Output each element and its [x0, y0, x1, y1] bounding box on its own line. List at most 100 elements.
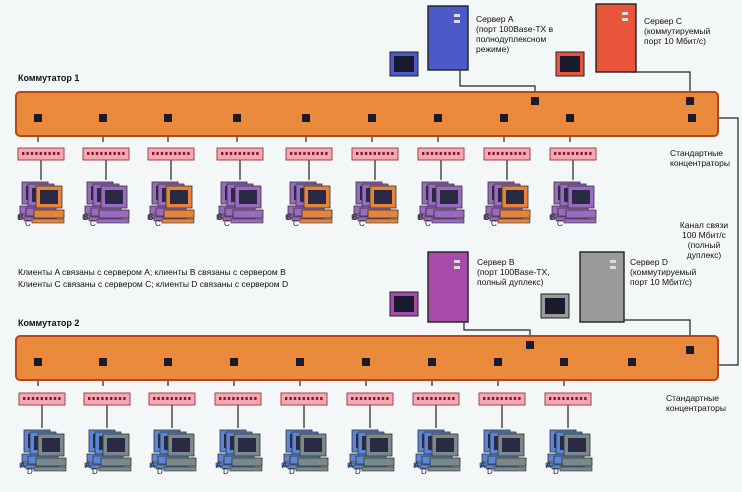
switch-2-port-8 [560, 358, 568, 366]
hub-top-6-led-7 [452, 152, 456, 155]
server-c-monitor [555, 51, 585, 77]
server-a [427, 5, 469, 71]
hub-top-1-led-6 [113, 152, 116, 155]
server-c-label: Сервер C (коммутируемый порт 10 Мбит/с) [644, 16, 734, 46]
client-group-top-4: BC [285, 181, 333, 228]
server-c-tower [595, 3, 637, 73]
hub-bottom-6-led-2 [425, 397, 429, 400]
hub-bottom-4-led-0 [285, 397, 288, 400]
switch-1-port-1 [99, 114, 107, 122]
client-group-bottom-6-front-base [429, 457, 461, 467]
switch-2-port-0 [34, 358, 42, 366]
server-b-label-line3: полный дуплекс) [477, 277, 544, 287]
hub-top-5-led-6 [382, 152, 385, 155]
hub-bottom-4-led-7 [315, 397, 319, 400]
switch-2-port-1 [99, 358, 107, 366]
hub-bottom-4-led-5 [307, 397, 310, 400]
hub-top-5-led-4 [373, 152, 376, 155]
client-group-top-0-front-keyboard [31, 218, 65, 224]
hub-top-7-led-4 [505, 152, 508, 155]
client-group-bottom-5-front-screen [370, 438, 388, 452]
hub-bottom-7-led-6 [509, 397, 512, 400]
hub-bottom-0 [18, 392, 66, 406]
client-group-top-6-front-base [433, 209, 465, 219]
hub-bottom-5-led-1 [355, 397, 358, 400]
hubs-label-bottom-line1: Стандартные [666, 393, 720, 403]
legend: Клиенты A связаны с сервером A; клиенты … [18, 266, 338, 290]
client-group-bottom-1-front-screen [107, 438, 125, 452]
hub-bottom-2-led-8 [188, 397, 191, 400]
hub-bottom-8-led-3 [562, 397, 565, 400]
client-group-bottom-2-letter-2: D [157, 467, 163, 476]
hub-top-0-led-0 [22, 152, 25, 155]
server-a-label-line1: Сервер A [476, 14, 514, 24]
client-group-top-8-front-keyboard [563, 218, 597, 224]
client-group-top-7-letter-2: C [491, 219, 497, 228]
server-d-label-line1: Сервер D [630, 257, 668, 267]
hub-bottom-6 [412, 392, 460, 406]
hub-bottom-6-led-5 [439, 397, 442, 400]
client-group-bottom-3-front-base [231, 457, 263, 467]
switch-2-port-9 [628, 358, 636, 366]
hub-bottom-0-led-7 [53, 397, 57, 400]
client-group-top-8-front-screen [572, 190, 590, 204]
client-group-top-4-letter-2: C [293, 219, 299, 228]
client-group-top-2-letter-1: B [148, 213, 153, 222]
switch-2-port-server-d [686, 346, 694, 354]
hub-bottom-3-led-5 [241, 397, 244, 400]
hub-top-5-led-3 [369, 152, 372, 155]
hub-top-4 [285, 147, 333, 161]
hub-top-8-led-8 [589, 152, 592, 155]
switch-2-port-4 [296, 358, 304, 366]
client-group-top-0-front-screen [40, 190, 58, 204]
client-group-top-3-letter-2: C [224, 219, 230, 228]
hub-top-5-led-2 [364, 152, 368, 155]
hub-top-4-led-3 [303, 152, 306, 155]
hub-top-2-led-8 [187, 152, 190, 155]
hub-bottom-6-led-0 [417, 397, 420, 400]
hub-top-8-led-2 [562, 152, 566, 155]
hub-top-6-led-8 [457, 152, 460, 155]
uplink-label-line2: 100 Мбит/с [682, 230, 726, 240]
client-group-top-4-front-screen [308, 190, 326, 204]
switch-1-port-5 [368, 114, 376, 122]
client-group-bottom-1-letter-1: A [85, 461, 91, 470]
hub-top-4-led-5 [312, 152, 315, 155]
hub-top-2-led-5 [174, 152, 177, 155]
hub-bottom-1-led-6 [114, 397, 117, 400]
client-group-top-3-letter-1: B [217, 213, 222, 222]
hub-top-0-led-1 [26, 152, 29, 155]
client-group-top-7-letter-1: B [484, 213, 489, 222]
hub-bottom-5-led-2 [359, 397, 363, 400]
hub-top-3-led-0 [221, 152, 224, 155]
server-d-monitor-screen [545, 298, 565, 314]
hubs-label-top-line1: Стандартные [670, 148, 724, 158]
hub-top-8-led-4 [571, 152, 574, 155]
client-group-top-2-front-base [163, 209, 195, 219]
hub-top-4-led-4 [307, 152, 310, 155]
client-group-top-5-front-screen [374, 190, 392, 204]
client-group-bottom-1-letter-2: D [92, 467, 98, 476]
hub-top-3-led-7 [251, 152, 255, 155]
hub-top-2-led-0 [152, 152, 155, 155]
client-group-top-2-front-screen [170, 190, 188, 204]
client-group-bottom-5-letter-2: D [355, 467, 361, 476]
hub-bottom-6-led-6 [443, 397, 446, 400]
hub-bottom-2-led-0 [153, 397, 156, 400]
hub-bottom-4-led-1 [289, 397, 292, 400]
hub-top-2-led-3 [165, 152, 168, 155]
hub-top-6-led-0 [422, 152, 425, 155]
client-group-bottom-8-front-base [561, 457, 593, 467]
client-group-bottom-7-letter-1: A [480, 461, 486, 470]
switch-1-port-uplink [688, 114, 696, 122]
client-group-top-1-front-base [98, 209, 130, 219]
client-group-top-0: BC [17, 181, 65, 228]
hub-bottom-3-led-4 [236, 397, 239, 400]
hub-top-1-led-3 [100, 152, 103, 155]
client-group-top-5-front-base [367, 209, 399, 219]
client-group-bottom-4-front-screen [304, 438, 322, 452]
client-group-bottom-7-front-screen [502, 438, 520, 452]
legend-line2: Клиенты C связаны с сервером C; клиенты … [18, 279, 289, 289]
hub-top-6-led-3 [435, 152, 438, 155]
client-group-bottom-6-front-keyboard [427, 466, 461, 472]
